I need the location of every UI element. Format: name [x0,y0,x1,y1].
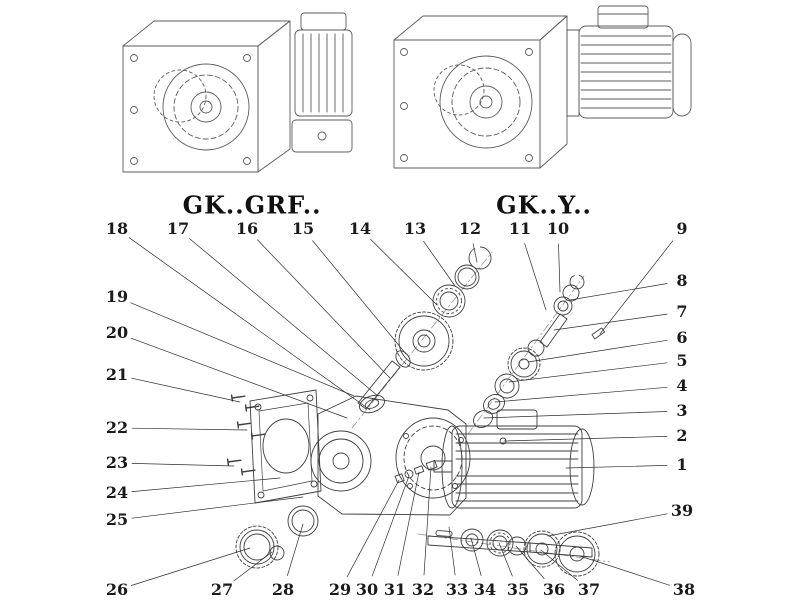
leader-line-9 [599,240,674,335]
leader-line-27 [233,551,273,582]
gearbox-y-drawing [393,5,692,169]
callout-29: 29 [328,580,352,599]
leader-line-32 [423,466,432,576]
leader-line-35 [498,542,513,577]
leader-line-1 [565,465,668,469]
callout-5: 5 [676,351,688,370]
callout-15: 15 [291,219,315,238]
callout-28: 28 [271,580,295,599]
callout-27: 27 [210,580,234,599]
center-axes [351,251,611,563]
callout-19: 19 [105,287,129,306]
leader-line-24 [131,477,281,492]
output-shaft-assembly [427,528,600,577]
leader-line-33 [448,526,456,576]
leader-line-12 [472,243,478,263]
leader-line-22 [131,427,248,431]
callout-16: 16 [235,219,259,238]
callout-20: 20 [105,323,129,342]
leader-line-38 [579,555,671,586]
leader-line-14 [370,239,438,306]
input-pinion-assembly [473,274,606,428]
leader-line-20 [130,337,348,419]
motor-exploded [433,409,595,509]
callout-21: 21 [105,365,129,384]
leader-lines [128,237,674,586]
leader-line-26 [130,547,251,586]
flange-bolts [226,394,266,476]
leader-line-2 [503,436,668,442]
callout-4: 4 [676,376,688,395]
gearbox-grf-drawing [122,12,353,173]
callout-11: 11 [508,219,532,238]
callout-22: 22 [105,418,129,437]
leader-line-10 [558,243,561,293]
leader-line-34 [470,537,482,576]
callout-17: 17 [166,219,190,238]
finned-cover [291,12,353,153]
callout-3: 3 [676,401,688,420]
output-gear-train [357,246,492,410]
callout-14: 14 [348,219,372,238]
callout-13: 13 [403,219,427,238]
callout-39: 39 [670,501,694,520]
callout-37: 37 [577,580,601,599]
leader-line-6 [527,339,668,363]
callout-6: 6 [676,328,688,347]
leader-line-31 [397,471,420,576]
leader-line-30 [371,475,410,577]
callout-18: 18 [105,219,129,238]
leader-line-16 [257,239,391,379]
small-keys-spacers [394,460,438,484]
leader-line-15 [312,240,407,355]
exploded-view-drawing [226,246,611,577]
leader-line-25 [131,496,304,519]
leader-line-18 [128,237,371,411]
leader-line-29 [346,479,400,578]
leader-line-7 [553,313,668,331]
callout-36: 36 [542,580,566,599]
callout-31: 31 [383,580,407,599]
callout-26: 26 [105,580,129,599]
leader-line-23 [131,463,235,467]
leader-line-19 [130,302,355,397]
model-label-y: GK..Y.. [496,190,592,220]
callout-23: 23 [105,453,129,472]
leader-line-3 [483,411,668,419]
leader-line-39 [547,513,668,537]
callout-7: 7 [676,302,688,321]
leader-line-5 [508,362,668,383]
callout-8: 8 [676,271,688,290]
flange-plate [249,389,322,504]
callout-34: 34 [473,580,497,599]
callout-35: 35 [506,580,530,599]
callout-1: 1 [676,455,688,474]
leader-line-21 [131,377,241,403]
callout-33: 33 [445,580,469,599]
leader-line-13 [423,240,456,287]
gear-housing [310,394,471,516]
callout-30: 30 [355,580,379,599]
callout-9: 9 [676,219,688,238]
callout-2: 2 [676,426,688,445]
leader-line-4 [494,386,668,403]
leader-line-36 [515,545,545,579]
callout-25: 25 [105,510,129,529]
callout-24: 24 [105,483,129,502]
motor-assembled [566,5,692,119]
leader-line-8 [569,283,668,301]
model-label-grf: GK..GRF.. [182,190,322,220]
callout-12: 12 [458,219,482,238]
callout-38: 38 [672,580,696,599]
leader-line-28 [287,523,304,576]
callout-32: 32 [411,580,435,599]
leader-line-17 [189,238,379,397]
leader-line-37 [540,549,578,581]
ring-gear-group [235,505,319,569]
leader-line-11 [524,242,547,311]
callout-10: 10 [546,219,570,238]
